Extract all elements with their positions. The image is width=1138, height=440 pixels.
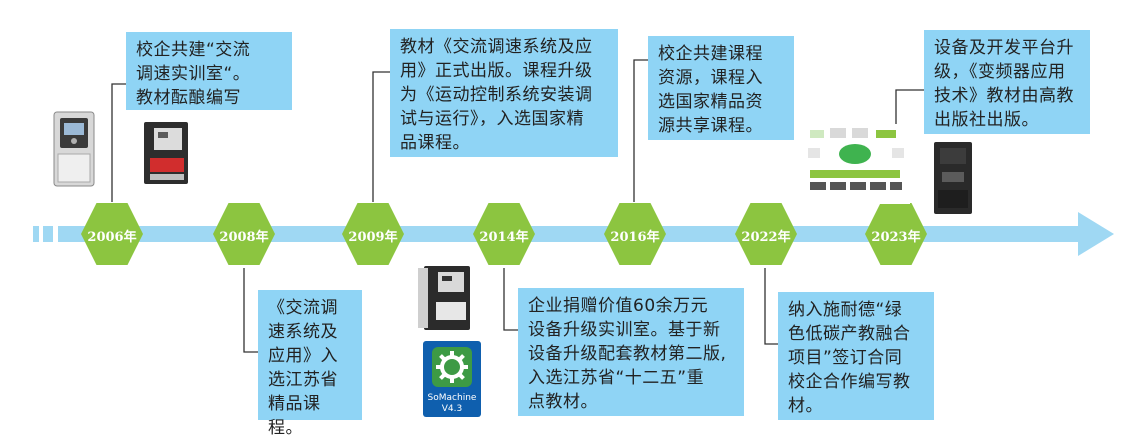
note-line: 选江苏省 bbox=[268, 370, 338, 390]
gear-icon bbox=[432, 347, 472, 387]
note-line: 调速实训室“。 bbox=[136, 64, 251, 84]
note-2022: 纳入施耐德“绿 色低碳产教融合 项目”签订合同 校企合作编写教 材。 bbox=[778, 292, 934, 420]
note-line: 企业捐赠价值60余万元 bbox=[528, 296, 709, 316]
year-label-2022: 2022年 bbox=[741, 230, 791, 245]
year-label-2009: 2009年 bbox=[348, 230, 398, 245]
note-line: 设备升级配套教材第二版, bbox=[528, 344, 727, 364]
note-line: 为《运动控制系统安装调 bbox=[400, 85, 593, 105]
note-line: 选国家精品资 bbox=[658, 92, 763, 112]
year-hexagon-2009 bbox=[342, 203, 404, 265]
note-line: 技术》教材由高教 bbox=[934, 86, 1074, 106]
ecosystem-diagram-image-2022 bbox=[800, 124, 910, 204]
note-line: 校企共建课程 bbox=[658, 44, 763, 64]
year-hexagon-2022 bbox=[735, 203, 797, 265]
note-line: 色低碳产教融合 bbox=[788, 324, 911, 344]
note-2008: 《交流调 速系统及 应用》入 选江苏省 精品课程。 bbox=[258, 290, 362, 438]
year-hexagon-2023 bbox=[865, 203, 927, 265]
drive-device-image-2006a bbox=[53, 111, 95, 187]
note-2014: 企业捐赠价值60余万元 设备升级实训室。基于新 设备升级配套教材第二版, 入选江… bbox=[518, 288, 744, 416]
drive-device-image-2023 bbox=[934, 142, 972, 214]
note-2023: 设备及开发平台升 级，《变频器应用 技术》教材由高教 出版社出版。 bbox=[924, 30, 1090, 134]
note-line: 校企共建“交流 bbox=[136, 40, 251, 60]
year-hexagon-2006 bbox=[81, 203, 143, 265]
year-hexagon-2016 bbox=[604, 203, 666, 265]
year-hexagon-2008 bbox=[213, 203, 275, 265]
note-line: 级，《变频器应用 bbox=[934, 62, 1066, 82]
note-line: 教材《交流调速系统及应 bbox=[400, 37, 593, 57]
note-2009: 教材《交流调速系统及应 用》正式出版。课程升级 为《运动控制系统安装调 试与运行… bbox=[390, 29, 618, 157]
somachine-app-icon: SoMachine V4.3 bbox=[423, 341, 481, 417]
note-line: 资源，课程入 bbox=[658, 68, 763, 88]
note-2006: 校企共建“交流 调速实训室“。 教材酝酿编写 bbox=[126, 32, 292, 110]
drive-device-image-2014 bbox=[418, 266, 470, 330]
note-line: 品课程。 bbox=[400, 133, 470, 153]
drive-device-image-2006b bbox=[144, 122, 188, 184]
year-label-2014: 2014年 bbox=[479, 230, 529, 245]
note-line: 点教材。 bbox=[528, 392, 598, 412]
note-line: 出版社出版。 bbox=[934, 110, 1039, 130]
software-name: SoMachine bbox=[427, 393, 477, 403]
note-line: 应用》入 bbox=[268, 346, 338, 366]
note-line: 速系统及 bbox=[268, 322, 338, 342]
note-2016: 校企共建课程 资源，课程入 选国家精品资 源共享课程。 bbox=[648, 36, 794, 140]
note-line: 设备及开发平台升 bbox=[934, 38, 1074, 58]
note-line: 设备升级实训室。基于新 bbox=[528, 320, 721, 340]
note-line: 纳入施耐德“绿 bbox=[788, 300, 903, 320]
year-label-2006: 2006年 bbox=[87, 230, 137, 245]
note-line: 精品课程。 bbox=[268, 394, 321, 438]
note-line: 《交流调 bbox=[268, 298, 338, 318]
year-label-2008: 2008年 bbox=[219, 230, 269, 245]
year-label-2016: 2016年 bbox=[610, 230, 660, 245]
year-label-2023: 2023年 bbox=[871, 230, 921, 245]
note-line: 用》正式出版。课程升级 bbox=[400, 61, 593, 81]
note-line: 源共享课程。 bbox=[658, 116, 763, 136]
note-line: 教材酝酿编写 bbox=[136, 88, 241, 108]
software-version: V4.3 bbox=[441, 404, 463, 414]
note-line: 项目”签订合同 bbox=[788, 348, 903, 368]
note-line: 试与运行》，入选国家精 bbox=[400, 109, 584, 129]
note-line: 材。 bbox=[788, 396, 823, 416]
note-line: 校企合作编写教 bbox=[788, 372, 911, 392]
year-hexagon-2014 bbox=[473, 203, 535, 265]
note-line: 入选江苏省“十二五”重 bbox=[528, 368, 705, 388]
